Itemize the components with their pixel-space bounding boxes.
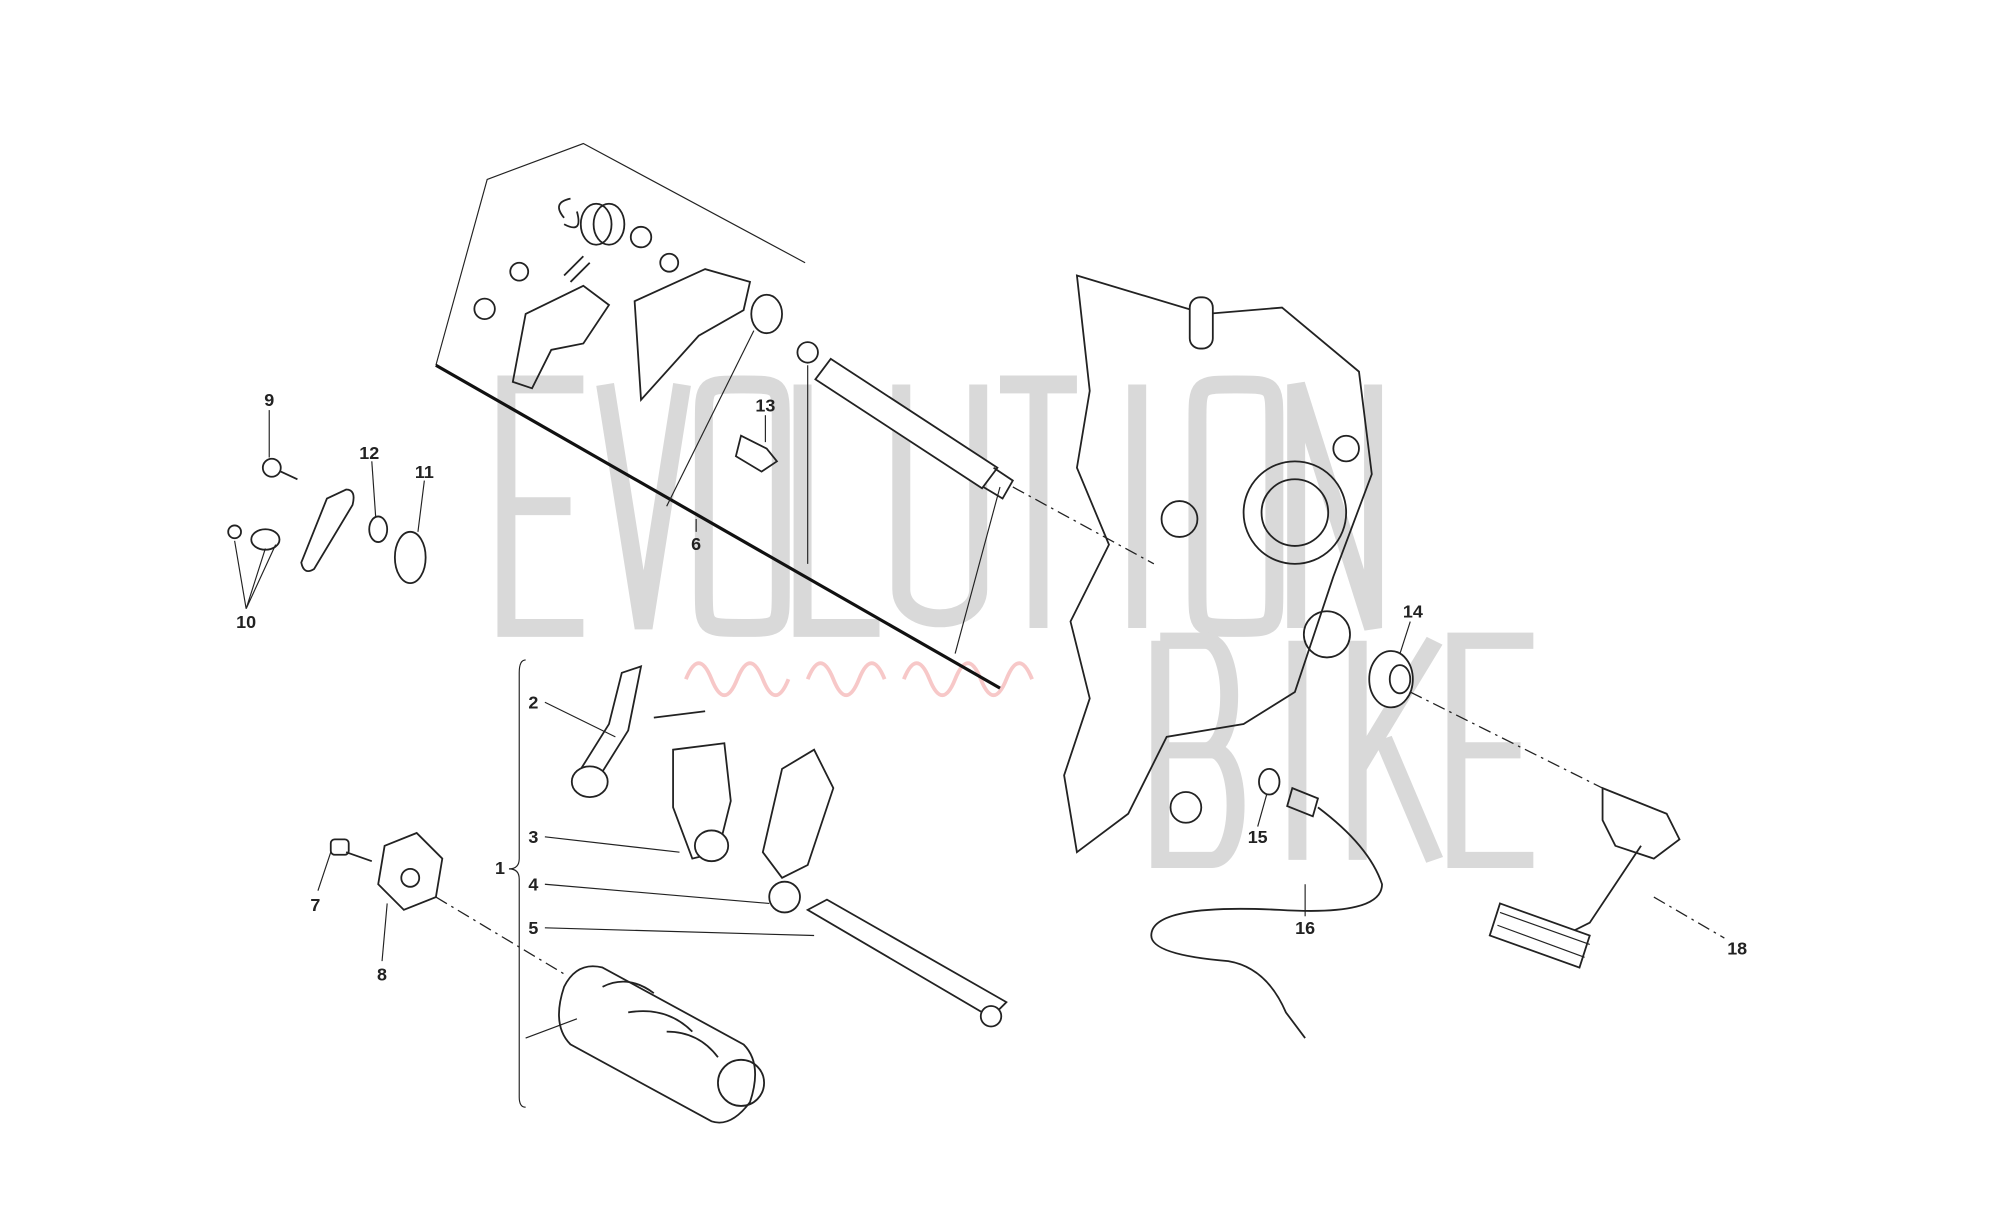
watermark <box>497 375 1534 868</box>
shift-lever-parts <box>227 410 779 609</box>
callout-6: 6 <box>691 534 701 554</box>
callout-5: 5 <box>528 918 538 938</box>
watermark-bike-lettering <box>1151 632 1534 868</box>
callout-13: 13 <box>755 395 775 415</box>
callout-9: 9 <box>264 390 274 410</box>
shift-drum-forks <box>317 659 1008 1124</box>
callout-4: 4 <box>528 875 538 895</box>
callout-7: 7 <box>310 895 320 915</box>
callout-1: 1 <box>495 858 505 878</box>
crankcase <box>1063 274 1373 854</box>
callout-12: 12 <box>359 443 379 463</box>
callout-2: 2 <box>528 693 538 713</box>
callout-labels: 1 2 3 4 5 6 7 8 9 10 11 12 13 14 15 16 1… <box>236 390 1747 984</box>
callout-15: 15 <box>1248 827 1268 847</box>
shift-shaft-assembly <box>435 142 1155 690</box>
callout-11: 11 <box>415 462 434 482</box>
callout-8: 8 <box>377 964 387 984</box>
callout-18: 18 <box>1727 939 1747 959</box>
right-parts <box>1150 621 1725 1039</box>
callout-14: 14 <box>1403 602 1423 622</box>
watermark-tagline-script <box>684 661 1034 698</box>
callout-3: 3 <box>528 827 538 847</box>
callout-16: 16 <box>1295 918 1315 938</box>
callout-10: 10 <box>236 612 256 632</box>
watermark-evolution-lettering <box>497 375 1383 637</box>
